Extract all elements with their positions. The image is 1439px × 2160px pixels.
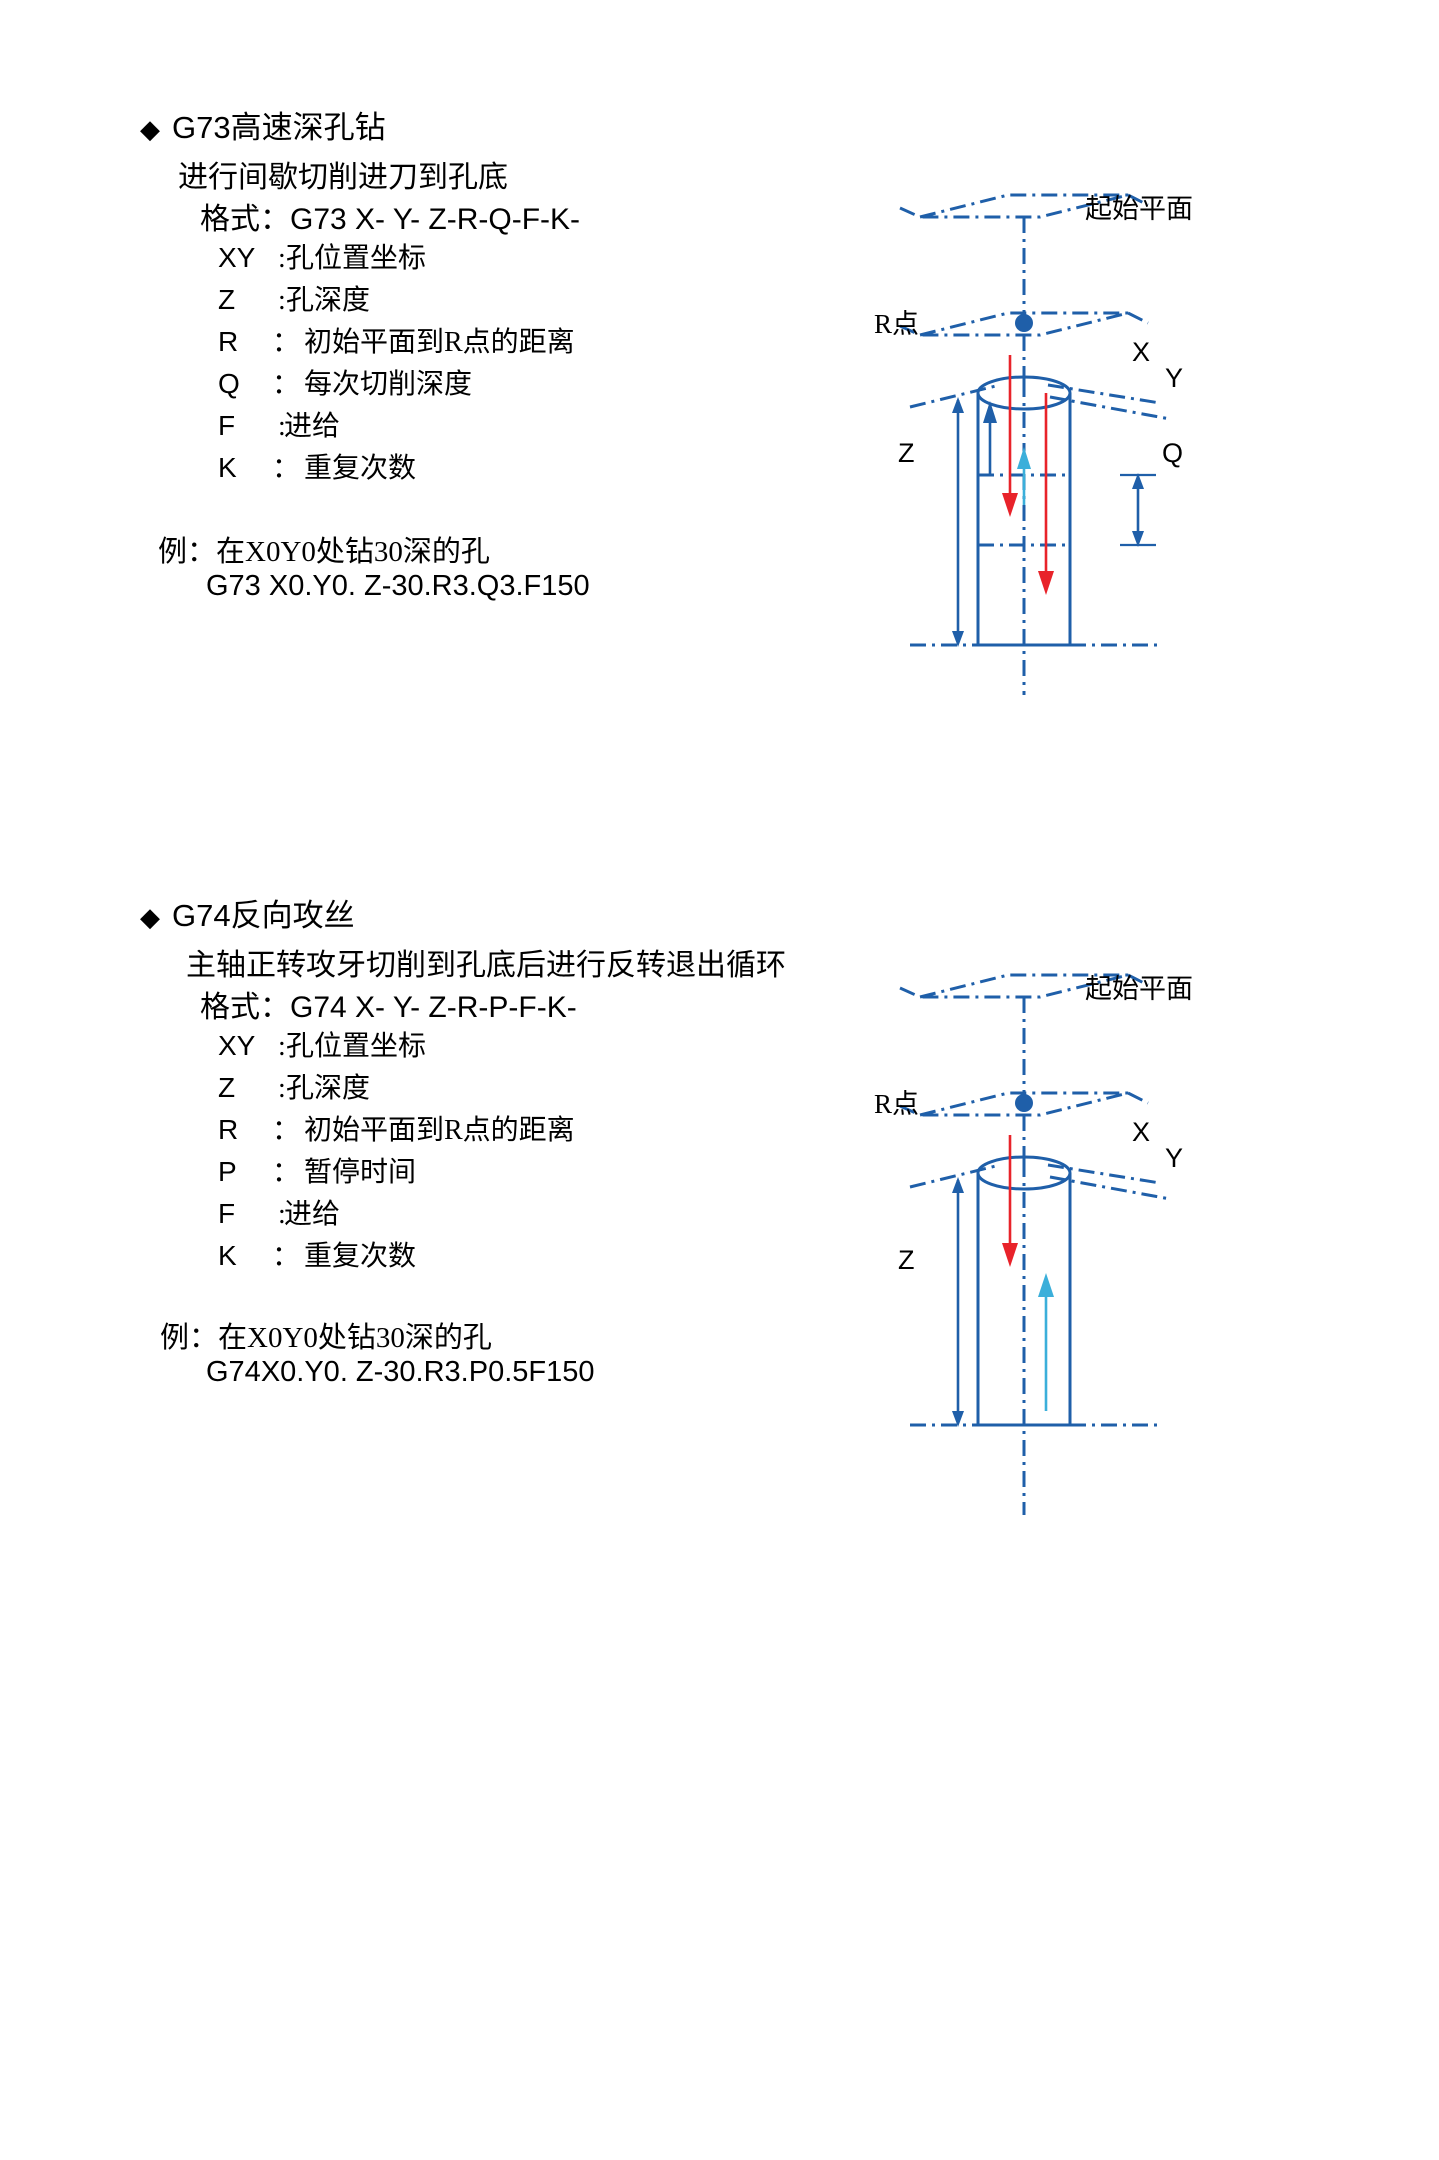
g73-param-r-sep: ： xyxy=(272,327,301,358)
tap-in-arrow-red xyxy=(1002,1135,1018,1267)
g73-start-plane-label: 起始平面 xyxy=(1085,194,1193,224)
r-point-dot xyxy=(1015,314,1033,332)
g73-param-k: K ： 重复次数 xyxy=(218,446,416,486)
g74-param-r-desc: 初始平面到R点的距离 xyxy=(304,1115,575,1146)
g73-diagram-svg xyxy=(899,193,1171,695)
g74-r-point-label: R点 xyxy=(874,1089,920,1119)
g73-param-xy-desc: 孔位置坐标 xyxy=(286,243,427,274)
g73-heading: G73高速深孔钻 xyxy=(172,110,386,145)
g74-example-text: 在X0Y0处钻30深的孔 xyxy=(218,1322,492,1354)
g73-param-q-key: Q xyxy=(218,368,240,399)
g74-param-k-sep: ： xyxy=(272,1241,301,1272)
g73-param-z: Z : 孔深度 xyxy=(218,278,370,318)
r-point-dot xyxy=(1015,1094,1033,1112)
feed-arrows-red xyxy=(1002,355,1054,595)
g74-format-code: G74 X- Y- Z-R-P-F-K- xyxy=(290,991,577,1024)
g73-example-text: 在X0Y0处钻30深的孔 xyxy=(216,536,490,568)
g74-param-z-desc: 孔深度 xyxy=(286,1073,371,1104)
g73-y-axis-label: Y xyxy=(1165,363,1184,393)
g74-param-p-desc: 暂停时间 xyxy=(304,1157,417,1188)
g73-format-code: G73 X- Y- Z-R-Q-F-K- xyxy=(290,203,581,236)
g74-param-r-key: R xyxy=(218,1114,239,1145)
g74-example-label: 例： xyxy=(160,1322,219,1354)
g73-example-row: 例：在X0Y0处钻30深的孔 xyxy=(158,528,490,570)
g74-heading: G74反向攻丝 xyxy=(172,898,355,933)
g73-param-r-key: R xyxy=(218,326,239,357)
g74-param-f-desc: 进给 xyxy=(284,1199,341,1230)
g74-param-f: F : 进给 xyxy=(218,1192,340,1232)
g74-format-row: 格式：G74 X- Y- Z-R-P-F-K- xyxy=(200,982,577,1026)
g73-param-f: F : 进给 xyxy=(218,404,340,444)
g73-format-row: 格式：G73 X- Y- Z-R-Q-F-K- xyxy=(200,194,580,238)
g74-format-label: 格式： xyxy=(200,991,290,1024)
g74-example-code: G74X0.Y0. Z-30.R3.P0.5F150 xyxy=(206,1356,595,1388)
g74-param-p-sep: ： xyxy=(272,1157,301,1188)
g74-y-axis-label: Y xyxy=(1165,1143,1184,1173)
g74-param-k-key: K xyxy=(218,1240,237,1271)
g74-x-axis-label: X xyxy=(1132,1117,1151,1147)
diamond-bullet-icon: ◆ xyxy=(140,902,160,932)
g74-param-f-key: F xyxy=(218,1198,236,1229)
g73-z-label: Z xyxy=(898,438,915,468)
rapid-arrow-blue xyxy=(983,401,997,475)
g73-param-k-sep: ： xyxy=(272,453,301,484)
g73-param-q-desc: 每次切削深度 xyxy=(304,369,473,400)
g73-param-xy-key: XY xyxy=(218,242,256,273)
g74-param-z-key: Z xyxy=(218,1072,236,1103)
g73-format-label: 格式： xyxy=(200,203,290,236)
g73-param-f-key: F xyxy=(218,410,236,441)
g74-param-z: Z : 孔深度 xyxy=(218,1066,370,1106)
retract-arrow-cyan xyxy=(1038,1273,1054,1411)
g73-param-q-sep: ： xyxy=(272,369,301,400)
g73-heading-row: ◆ G73高速深孔钻 xyxy=(140,110,386,145)
g73-param-k-key: K xyxy=(218,452,237,483)
g74-param-xy: XY : 孔位置坐标 xyxy=(218,1024,426,1064)
g73-q-label: Q xyxy=(1162,438,1184,468)
g74-subheading: 主轴正转攻牙切削到孔底后进行反转退出循环 xyxy=(186,949,786,982)
g74-start-plane-label: 起始平面 xyxy=(1085,974,1193,1004)
g73-param-r-desc: 初始平面到R点的距离 xyxy=(304,327,575,358)
g74-diagram: 起始平面 R点 X Y Z xyxy=(874,955,1300,1515)
diamond-bullet-icon: ◆ xyxy=(140,114,160,144)
g73-example-code: G73 X0.Y0. Z-30.R3.Q3.F150 xyxy=(206,570,590,602)
g74-param-r: R ： 初始平面到R点的距离 xyxy=(218,1108,575,1148)
g73-x-axis-label: X xyxy=(1132,337,1151,367)
g73-param-f-desc: 进给 xyxy=(284,411,341,442)
g74-param-xy-desc: 孔位置坐标 xyxy=(286,1031,427,1062)
g73-r-point-label: R点 xyxy=(874,309,920,339)
retract-arrow-cyan xyxy=(1017,447,1031,505)
g73-param-q: Q ： 每次切削深度 xyxy=(218,362,472,402)
g74-param-k: K ： 重复次数 xyxy=(218,1234,416,1274)
g74-param-k-desc: 重复次数 xyxy=(304,1241,417,1272)
g73-example-label: 例： xyxy=(158,536,217,568)
g74-z-label: Z xyxy=(898,1245,915,1275)
g74-diagram-svg xyxy=(899,973,1171,1515)
g73-param-r: R ： 初始平面到R点的距离 xyxy=(218,320,575,360)
g74-example-row: 例：在X0Y0处钻30深的孔 xyxy=(160,1314,492,1356)
g73-diagram: 起始平面 R点 X Y Z Q xyxy=(874,175,1300,695)
g74-param-r-sep: ： xyxy=(272,1115,301,1146)
g73-param-z-desc: 孔深度 xyxy=(286,285,371,316)
g74-param-p: P ： 暂停时间 xyxy=(218,1150,416,1190)
g73-subheading: 进行间歇切削进刀到孔底 xyxy=(178,161,508,194)
g74-param-p-key: P xyxy=(218,1156,237,1187)
g73-param-xy: XY : 孔位置坐标 xyxy=(218,236,426,276)
g74-heading-row: ◆ G74反向攻丝 xyxy=(140,898,355,933)
g74-param-xy-key: XY xyxy=(218,1030,256,1061)
g73-param-z-key: Z xyxy=(218,284,236,315)
g73-param-k-desc: 重复次数 xyxy=(304,453,417,484)
